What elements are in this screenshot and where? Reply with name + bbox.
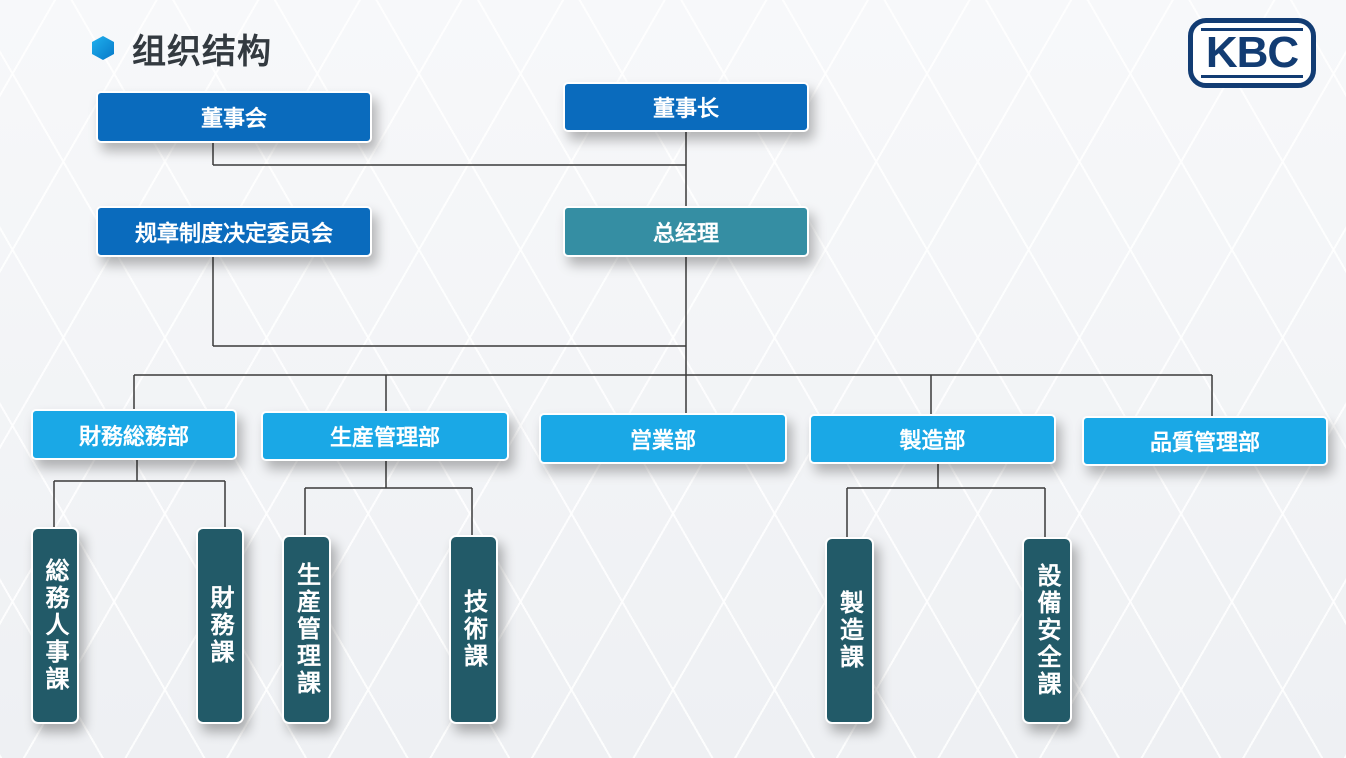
finance-department-label: 財務総務部 — [78, 424, 189, 450]
page-header: 组织结构 — [92, 26, 272, 72]
finance-section-box: 財務課 — [196, 527, 244, 724]
quality-department-box: 品質管理部 — [1082, 416, 1328, 466]
finance-department-box: 財務総務部 — [31, 409, 237, 460]
production-management-section-label: 生産管理課 — [292, 562, 321, 697]
manufacturing-section-label: 製造課 — [835, 590, 864, 671]
technology-section-box: 技術課 — [449, 535, 498, 724]
page-title: 组织结构 — [132, 31, 272, 72]
logo-text: KBC — [1205, 28, 1299, 77]
production-management-section-box: 生産管理課 — [282, 535, 331, 724]
general-manager-label: 总经理 — [652, 221, 719, 247]
equipment-safety-section-label: 設備安全課 — [1033, 563, 1061, 698]
board-of-directors-box: 董事会 — [96, 91, 372, 143]
production-department-label: 生産管理部 — [329, 426, 440, 451]
production-department-box: 生産管理部 — [261, 411, 509, 461]
manufacturing-department-label: 製造部 — [899, 429, 966, 454]
chairman-label: 董事长 — [652, 97, 719, 122]
general-manager-box: 总经理 — [563, 206, 809, 257]
committee-box: 规章制度决定委员会 — [96, 206, 372, 257]
general-hr-section-label: 総務人事課 — [41, 558, 69, 693]
kbc-logo: KBC — [1188, 18, 1316, 88]
manufacturing-department-box: 製造部 — [809, 414, 1056, 464]
chairman-box: 董事长 — [563, 82, 809, 132]
board-label: 董事会 — [200, 107, 267, 132]
sales-department-box: 営業部 — [539, 413, 787, 464]
quality-department-label: 品質管理部 — [1149, 431, 1260, 456]
committee-label: 规章制度决定委员会 — [134, 221, 333, 247]
sales-department-label: 営業部 — [629, 428, 696, 454]
hexagon-bullet-icon — [92, 36, 114, 60]
finance-section-label: 財務課 — [206, 585, 234, 666]
technology-section-label: 技術課 — [459, 589, 488, 670]
manufacturing-section-box: 製造課 — [825, 537, 874, 724]
general-hr-section-box: 総務人事課 — [31, 527, 79, 724]
equipment-safety-section-box: 設備安全課 — [1022, 537, 1072, 724]
